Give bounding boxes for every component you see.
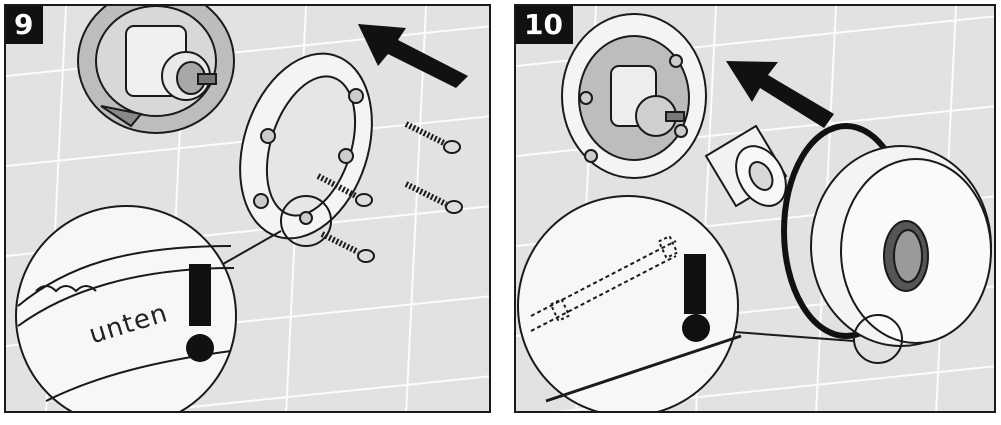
arrow-icon — [726, 61, 834, 128]
valve-body — [77, 6, 235, 134]
screw — [404, 121, 461, 154]
step-9-illustration — [6, 6, 489, 411]
exclamation-warning-icon — [186, 264, 214, 362]
mounted-valve — [561, 13, 707, 179]
step-10-illustration — [516, 6, 994, 411]
detail-callout — [517, 195, 903, 411]
screw — [316, 173, 373, 207]
step-number-badge: 10 — [516, 6, 573, 44]
step-9-panel: 9 — [4, 4, 491, 413]
step-10-panel: 10 — [514, 4, 996, 413]
screw — [320, 231, 375, 263]
cover-plate — [810, 145, 992, 347]
arrow-icon — [358, 24, 468, 88]
screws — [316, 121, 463, 263]
step-number-badge: 9 — [6, 6, 44, 44]
exclamation-warning-icon — [682, 254, 710, 342]
sleeve — [704, 124, 788, 208]
screw — [404, 181, 463, 214]
mounting-plate — [239, 52, 373, 240]
